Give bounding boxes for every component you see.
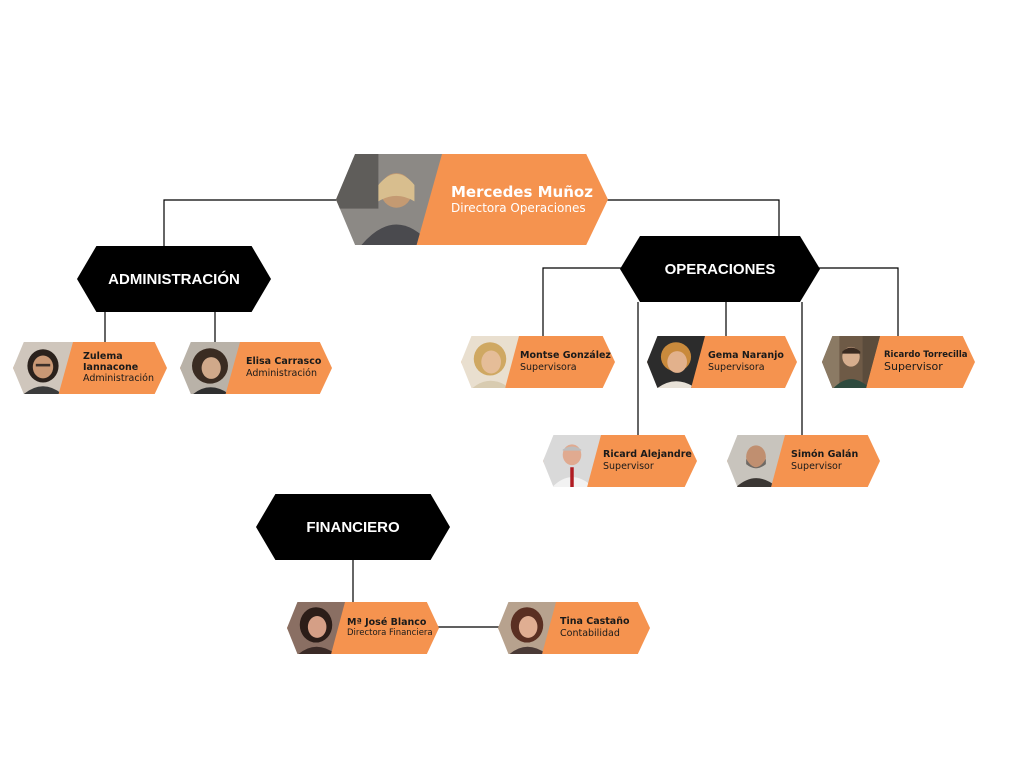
person-name-zulema: Zulema Iannacone (83, 350, 139, 374)
person-name-gema: Gema Naranjo (708, 350, 784, 362)
department-operaciones: OPERACIONES (620, 236, 820, 302)
person-role-tina: Contabilidad (560, 627, 620, 639)
person-card-montse: Montse González Supervisora (461, 336, 615, 388)
person-role-mjose: Directora Financiera (347, 628, 433, 639)
department-administracion-label: ADMINISTRACIÓN (108, 270, 240, 288)
connector-ops-montse (542, 267, 624, 336)
person-role-elisa: Administración (246, 367, 318, 379)
connector-director-operaciones (604, 199, 780, 237)
person-photo-zulema (13, 342, 73, 394)
person-card-elisa: Elisa Carrasco Administración (180, 342, 332, 394)
person-card-simon: Simón Galán Supervisor (727, 435, 880, 487)
person-name-ricardo-torrecilla: Ricardo Torrecilla (884, 350, 968, 361)
person-role-simon: Supervisor (791, 460, 842, 472)
person-name-montse: Montse González (520, 350, 611, 362)
person-card-zulema: Zulema Iannacone Administración (13, 342, 167, 394)
person-card-ricardo-torrecilla: Ricardo Torrecilla Supervisor (822, 336, 975, 388)
connector-director-administracion (163, 199, 338, 248)
person-card-ricard-alejandre: Ricard Alejandre Supervisor (543, 435, 697, 487)
director-card: Mercedes Muñoz Directora Operaciones (336, 154, 608, 245)
department-financiero-label: FINANCIERO (306, 518, 400, 536)
connector-ops-ricardo (818, 267, 899, 336)
person-name-ricard-alejandre: Ricard Alejandre (603, 449, 692, 461)
person-name-simon: Simón Galán (791, 449, 859, 461)
person-card-tina: Tina Castaño Contabilidad (498, 602, 650, 654)
department-administracion: ADMINISTRACIÓN (77, 246, 271, 312)
department-operaciones-shape (620, 236, 820, 302)
person-role-montse: Supervisora (520, 361, 577, 373)
person-card-gema: Gema Naranjo Supervisora (647, 336, 797, 388)
department-financiero-shape (256, 494, 450, 560)
person-photo-ricard-alejandre (543, 435, 601, 487)
department-administracion-shape (77, 246, 271, 312)
director-role: Directora Operaciones (451, 201, 586, 215)
person-photo-mjose (287, 602, 345, 654)
director-name: Mercedes Muñoz (451, 183, 593, 201)
person-role-gema: Supervisora (708, 361, 765, 373)
person-name-tina: Tina Castaño (560, 616, 630, 628)
person-card-mjose: Mª José Blanco Directora Financiera (287, 602, 439, 654)
person-role-ricard-alejandre: Supervisor (603, 460, 654, 472)
person-name-mjose: Mª José Blanco (347, 616, 427, 628)
department-financiero: FINANCIERO (256, 494, 450, 560)
person-role-zulema: Administración (83, 373, 155, 385)
person-role-ricardo-torrecilla: Supervisor (884, 360, 943, 374)
person-name-elisa: Elisa Carrasco (246, 356, 322, 368)
department-operaciones-label: OPERACIONES (664, 260, 776, 278)
